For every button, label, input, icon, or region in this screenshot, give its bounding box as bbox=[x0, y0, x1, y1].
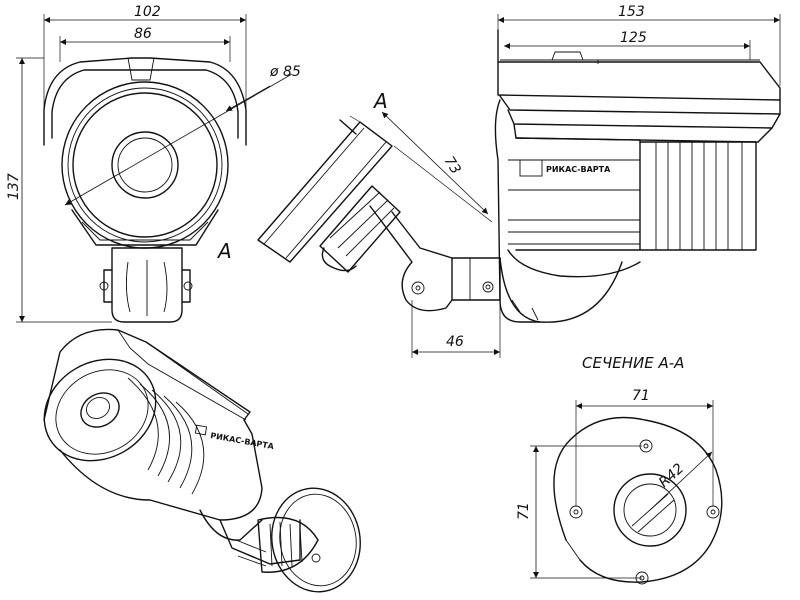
front-dimensions: 102 86 ø 85 137 A bbox=[6, 4, 301, 323]
side-dimensions: 153 125 73 46 A bbox=[339, 4, 781, 358]
side-view: РИКАС-ВАРТА bbox=[494, 29, 781, 323]
dim-71-horizontal: 71 bbox=[632, 388, 650, 404]
dim-153: 153 bbox=[618, 4, 645, 20]
section-view: СЕЧЕНИЕ А-А 71 71 R42 bbox=[516, 354, 723, 585]
side-bracket bbox=[257, 121, 501, 312]
dim-46: 46 bbox=[446, 334, 464, 350]
isometric-view: РИКАС-ВАРТА bbox=[43, 328, 361, 593]
dim-137: 137 bbox=[6, 173, 22, 200]
brand-logo-iso: РИКАС-ВАРТА bbox=[210, 431, 276, 451]
dim-diameter-85: ø 85 bbox=[269, 64, 301, 80]
section-marker-upper: A bbox=[372, 89, 388, 113]
front-view bbox=[43, 57, 247, 323]
dim-73: 73 bbox=[441, 154, 464, 178]
dim-102: 102 bbox=[134, 4, 161, 20]
dim-125: 125 bbox=[620, 30, 647, 46]
section-marker-lower: A bbox=[216, 239, 232, 263]
brand-logo-side: РИКАС-ВАРТА bbox=[546, 165, 611, 174]
dim-86: 86 bbox=[134, 26, 152, 42]
section-title: СЕЧЕНИЕ А-А bbox=[582, 354, 684, 372]
dim-71-vertical: 71 bbox=[516, 502, 532, 520]
